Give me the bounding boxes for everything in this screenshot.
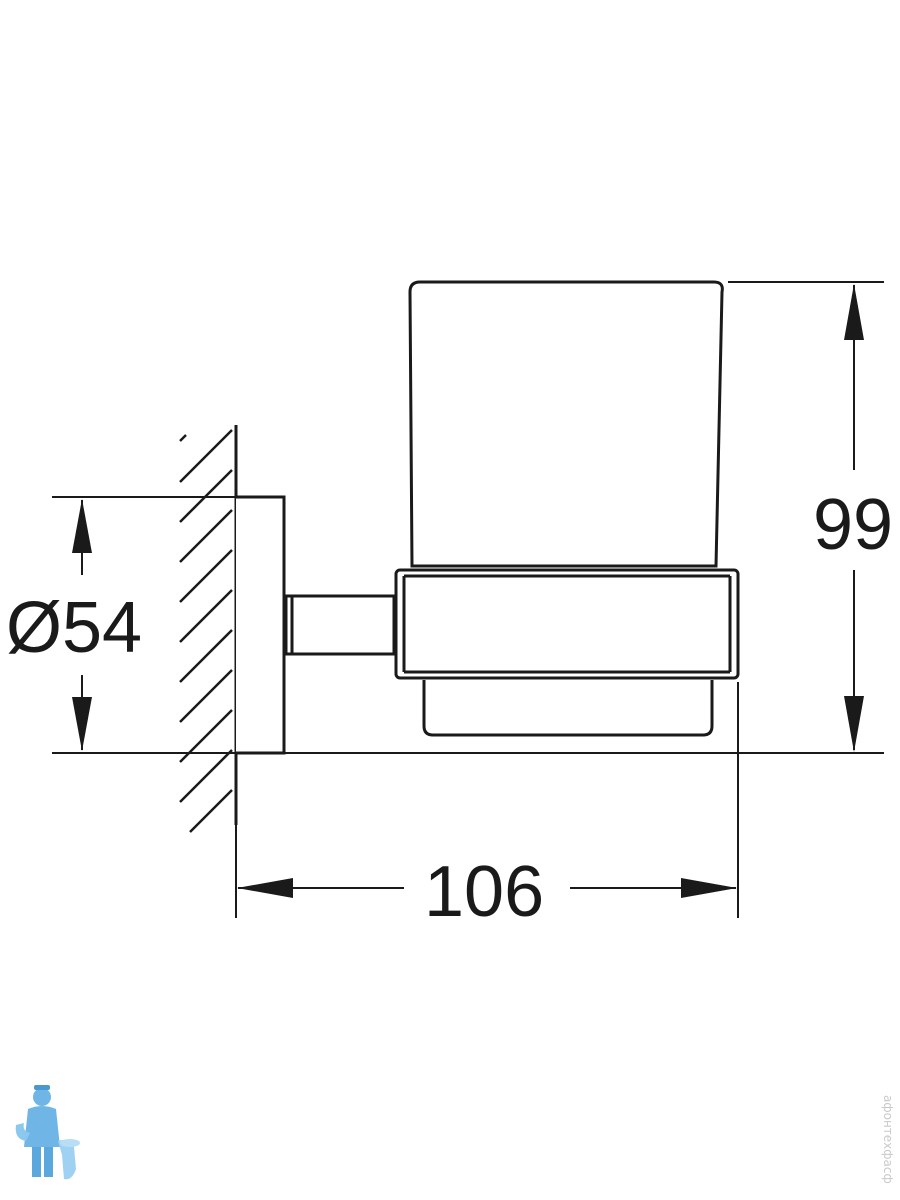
side-watermark: афонтехфасф xyxy=(881,1095,895,1184)
height-arrow-top xyxy=(844,284,864,340)
wall-rosette xyxy=(236,495,286,755)
width-label: 106 xyxy=(424,852,544,932)
width-arrow-right xyxy=(681,878,737,898)
width-arrow-left xyxy=(237,878,293,898)
height-arrow-bottom xyxy=(844,696,864,752)
height-label: 99 xyxy=(813,485,893,565)
holder-arm xyxy=(284,594,396,656)
plumber-logo xyxy=(15,1085,80,1180)
diameter-arrow-top xyxy=(72,499,92,553)
diameter-dimension xyxy=(72,499,92,751)
glass-bottom xyxy=(422,680,714,737)
diameter-arrow-bottom xyxy=(72,697,92,751)
diameter-label: Ø54 xyxy=(6,588,142,668)
wall-hatching xyxy=(179,429,233,833)
holder-ring xyxy=(394,568,740,680)
glass-tumbler xyxy=(408,280,724,568)
extension-lines xyxy=(52,281,884,918)
wall xyxy=(179,425,238,833)
tumbler-holder xyxy=(236,280,740,755)
width-dimension xyxy=(237,878,737,898)
height-dimension xyxy=(844,284,864,752)
